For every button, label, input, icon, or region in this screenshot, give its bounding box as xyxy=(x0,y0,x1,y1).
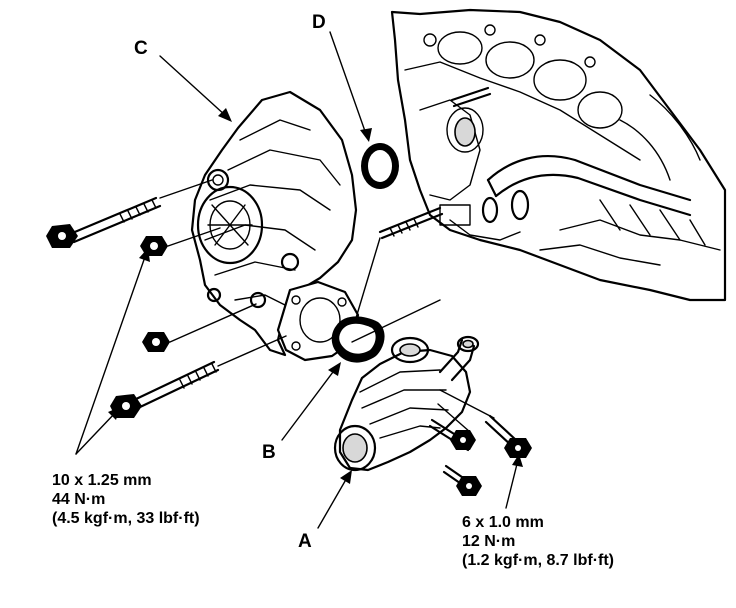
housing-bolts xyxy=(428,389,532,496)
engine-block xyxy=(390,8,727,302)
label-c: C xyxy=(134,38,148,59)
leader-lines xyxy=(75,31,523,529)
cover-c xyxy=(190,90,360,362)
o-ring-d xyxy=(361,143,399,189)
spec-left-torque: 44 N·m xyxy=(52,491,105,508)
spec-right-torque: 12 N·m xyxy=(462,533,515,550)
block-stud xyxy=(378,206,444,240)
mounting-bolts xyxy=(46,179,441,418)
label-d: D xyxy=(312,12,326,33)
label-a: A xyxy=(298,531,312,552)
spec-right-size: 6 x 1.0 mm xyxy=(462,514,544,531)
thermostat-housing-a xyxy=(333,335,480,472)
spec-right-torque-alt: (1.2 kgf·m, 8.7 lbf·ft) xyxy=(462,552,614,569)
label-b: B xyxy=(262,442,276,463)
spec-left-torque-alt: (4.5 kgf·m, 33 lbf·ft) xyxy=(52,510,200,527)
spec-left-size: 10 x 1.25 mm xyxy=(52,472,152,489)
